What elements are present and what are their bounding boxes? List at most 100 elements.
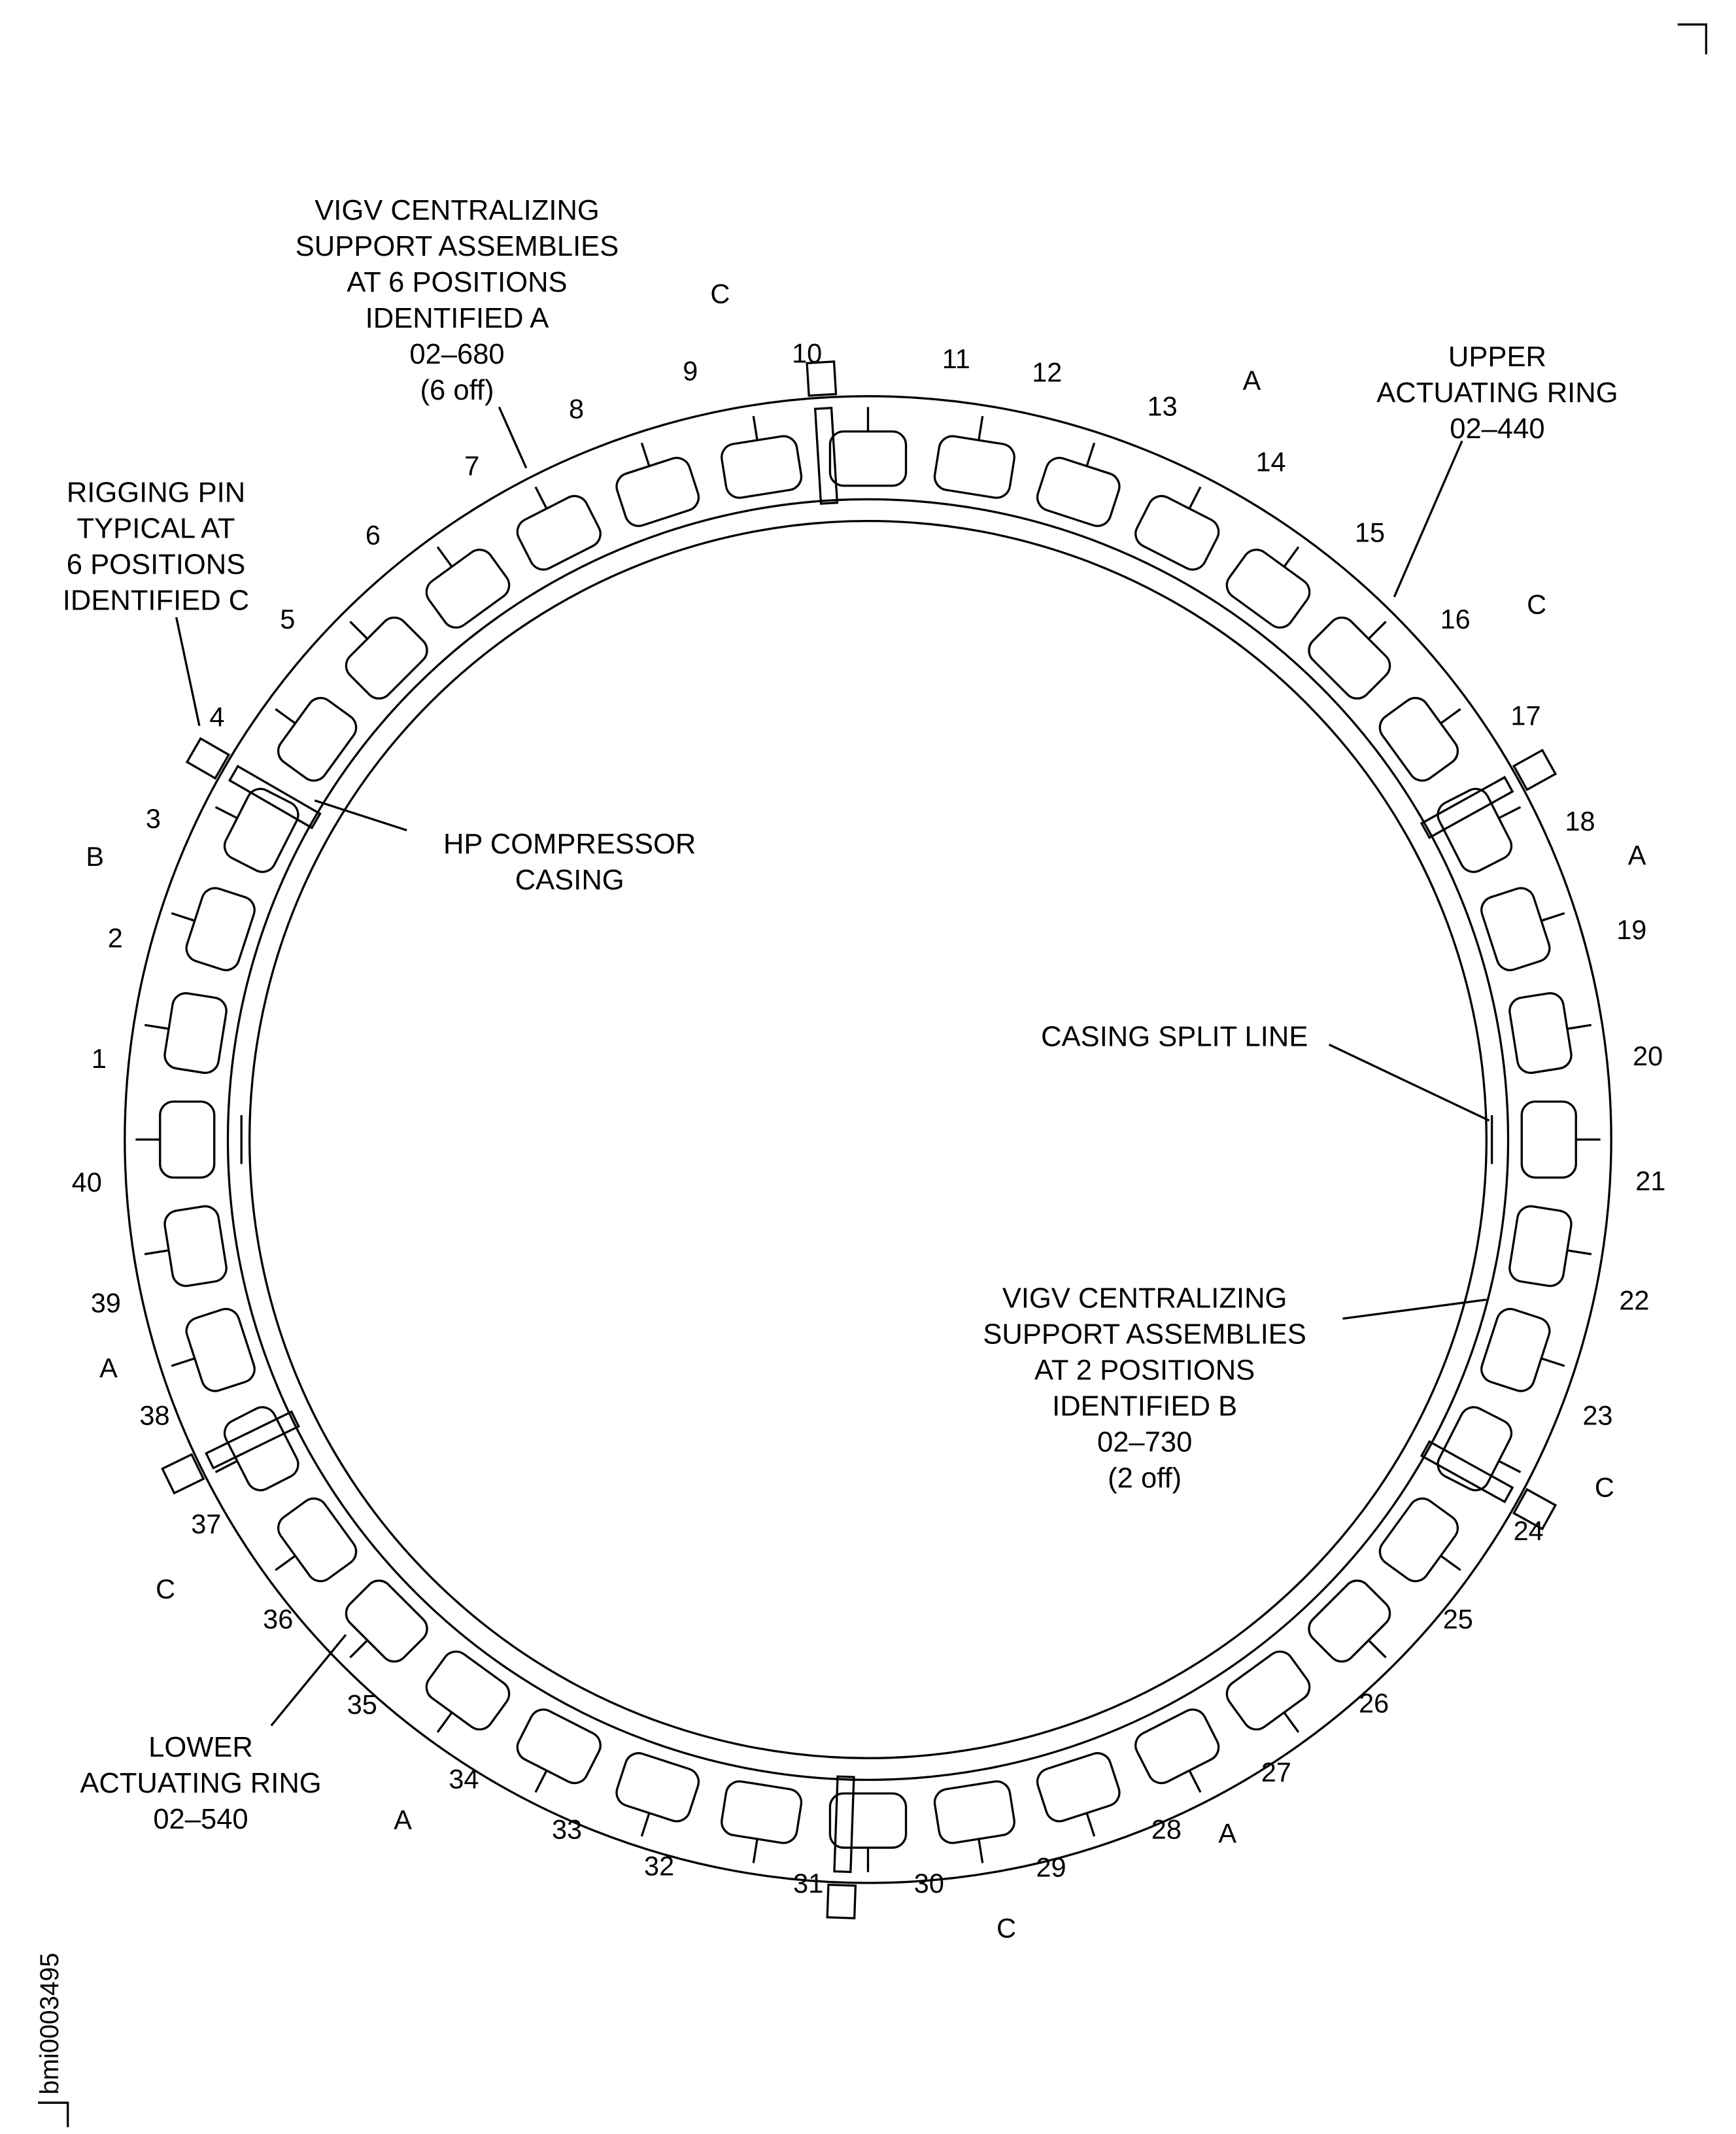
- vane-slot: [516, 1708, 602, 1793]
- callout-line: (2 off): [1108, 1463, 1182, 1494]
- position-number: 10: [792, 338, 822, 369]
- vane-slot: [1480, 887, 1565, 972]
- callout-line: 02–680: [409, 339, 504, 370]
- callout-line: LOWER: [148, 1732, 253, 1763]
- callout-line: TYPICAL AT: [77, 513, 235, 545]
- vane-slot: [171, 887, 256, 972]
- vane-slot: [1437, 1406, 1522, 1492]
- position-number: 40: [72, 1167, 102, 1197]
- vane-slot: [275, 1497, 358, 1583]
- callout-line: CASING: [515, 865, 624, 896]
- position-number: 21: [1635, 1165, 1665, 1196]
- position-number: 11: [942, 343, 970, 374]
- vane-slot: [214, 1406, 299, 1492]
- position-number: 5: [280, 604, 295, 634]
- position-number: 15: [1355, 517, 1385, 547]
- vane-slot: [615, 1752, 700, 1837]
- vane-slot: [721, 415, 803, 499]
- vane-slot: [933, 1780, 1015, 1864]
- position-number: 31: [793, 1868, 823, 1899]
- position-number: 35: [347, 1689, 377, 1719]
- position-number: 22: [1619, 1284, 1649, 1315]
- rigging-pin: [826, 1775, 857, 1919]
- callout-vigv-b: VIGV CENTRALIZING SUPPORT ASSEMBLIES AT 2 …: [983, 1283, 1306, 1494]
- rigging-pin: [1420, 1439, 1557, 1531]
- callout-line: 6 POSITIONS: [67, 549, 245, 581]
- position-number: 8: [569, 394, 584, 424]
- position-number: 28: [1151, 1814, 1182, 1844]
- callout-line: IDENTIFIED C: [63, 585, 249, 616]
- callout-line: SUPPORT ASSEMBLIES: [983, 1319, 1306, 1351]
- vane-slot: [144, 992, 228, 1075]
- position-number: 29: [1036, 1851, 1066, 1882]
- rigging-pins: [161, 360, 1557, 1919]
- vane-slot: [425, 1650, 511, 1733]
- vane-slot: [144, 1205, 228, 1287]
- document-id-text: bmi0003495: [35, 1953, 64, 2095]
- callout-split-line: CASING SPLIT LINE: [1041, 1021, 1308, 1052]
- vane-slot: [933, 415, 1015, 499]
- vane-slot: [1308, 1579, 1391, 1663]
- position-letter: A: [99, 1352, 118, 1383]
- position-letter: A: [1628, 840, 1646, 870]
- position-number: 26: [1359, 1687, 1389, 1718]
- position-number: 6: [366, 519, 381, 550]
- position-number: 23: [1582, 1400, 1612, 1431]
- callouts: VIGV CENTRALIZING SUPPORT ASSEMBLIES AT 6 …: [63, 195, 1618, 1835]
- vane-slot: [1308, 616, 1391, 700]
- callout-line: IDENTIFIED B: [1052, 1391, 1237, 1422]
- position-letter: C: [1527, 589, 1546, 619]
- corner-mark: [1677, 23, 1708, 55]
- position-number: 2: [108, 923, 123, 954]
- position-number: 19: [1616, 914, 1646, 945]
- rigging-pin: [161, 1410, 300, 1495]
- position-number: 25: [1443, 1604, 1473, 1634]
- vane-slot: [1508, 1205, 1592, 1287]
- position-number: 37: [191, 1509, 221, 1540]
- callout-line: HP COMPRESSOR: [443, 829, 696, 860]
- rigging-pin: [806, 360, 839, 505]
- vane-slot: [516, 486, 602, 571]
- position-number: 33: [552, 1814, 582, 1844]
- vane-slot: [135, 1100, 216, 1179]
- position-letter: C: [156, 1574, 175, 1604]
- position-number: 39: [91, 1287, 121, 1318]
- position-letter: B: [86, 841, 104, 872]
- vane-slot: [1437, 787, 1522, 873]
- position-number: 34: [449, 1764, 479, 1795]
- document-id: bmi0003495: [35, 1953, 69, 2127]
- vane-slots: [135, 407, 1601, 1872]
- vane-slot: [1520, 1100, 1601, 1179]
- callout-line: 02–540: [153, 1804, 248, 1835]
- callout-line: AT 2 POSITIONS: [1034, 1355, 1255, 1386]
- position-letter: C: [996, 1913, 1016, 1944]
- ring-inner-edge: [226, 498, 1510, 1781]
- callout-hp-casing: HP COMPRESSOR CASING: [443, 829, 696, 896]
- vane-slot: [1134, 1708, 1220, 1793]
- position-number: 14: [1255, 446, 1285, 477]
- position-number: 20: [1633, 1041, 1663, 1071]
- ring-assembly: [124, 360, 1612, 1919]
- position-number: 16: [1440, 604, 1471, 634]
- position-number: 17: [1510, 700, 1540, 731]
- position-number: 30: [914, 1868, 944, 1899]
- callout-line: VIGV CENTRALIZING: [315, 195, 600, 226]
- position-number: 7: [464, 451, 479, 481]
- position-number: 38: [139, 1400, 169, 1431]
- callout-line: AT 6 POSITIONS: [347, 267, 567, 298]
- vane-slot: [1225, 1650, 1311, 1733]
- position-letter: C: [710, 278, 730, 309]
- vane-slot: [1508, 992, 1592, 1075]
- callout-line: VIGV CENTRALIZING: [1002, 1283, 1287, 1315]
- position-number: 32: [644, 1850, 674, 1881]
- position-number: 3: [146, 803, 161, 834]
- position-number: 13: [1148, 390, 1178, 421]
- vane-slot: [345, 616, 428, 700]
- callout-line: CASING SPLIT LINE: [1041, 1021, 1308, 1052]
- position-number: 9: [683, 355, 698, 386]
- vane-slot: [615, 442, 700, 527]
- callout-line: (6 off): [420, 375, 494, 406]
